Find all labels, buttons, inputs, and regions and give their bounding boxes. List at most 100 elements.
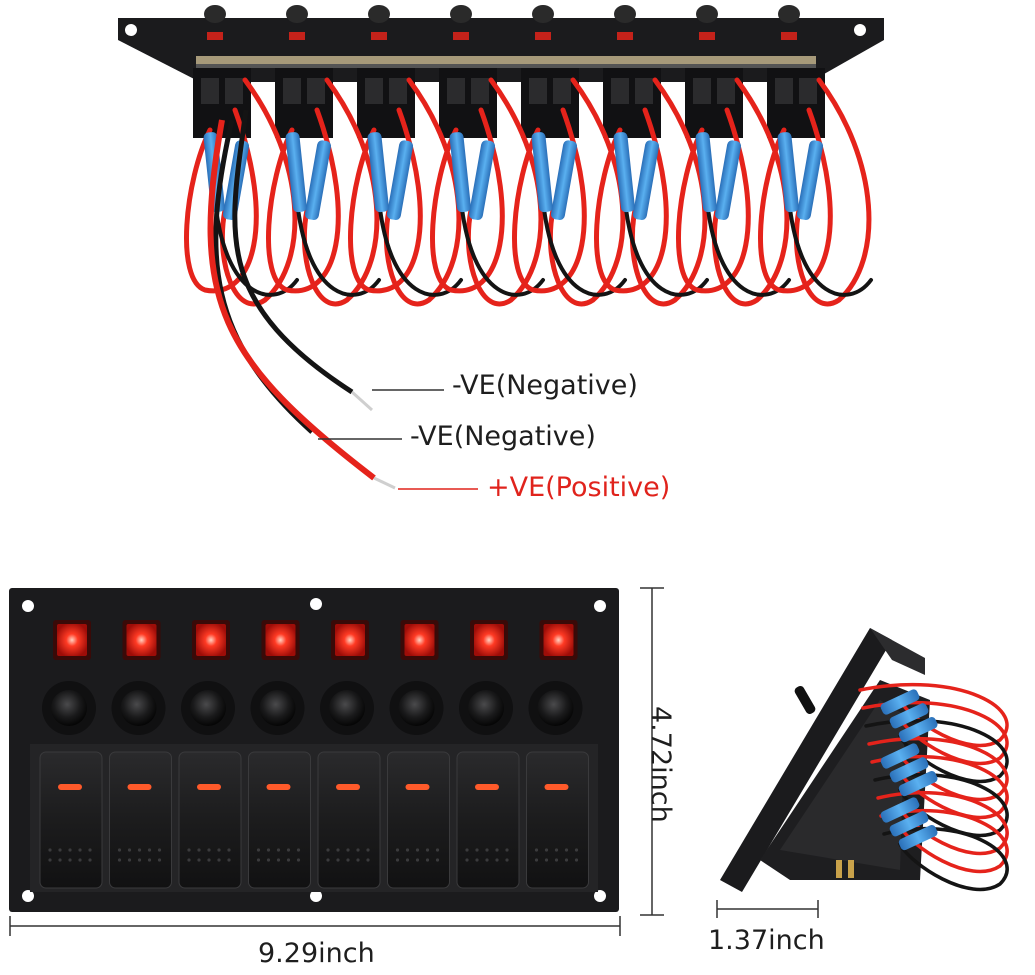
rocker-dot (207, 858, 211, 862)
negative-wire-label-1: -VE(Negative) (452, 370, 638, 401)
rocker-switch (109, 751, 172, 889)
rocker-dot (554, 848, 559, 852)
rocker-switch (456, 751, 520, 889)
side-view (720, 628, 1009, 892)
rocker-dot (227, 858, 231, 862)
side-terminal (898, 770, 938, 797)
rocker-dot (534, 858, 539, 862)
top-knob (614, 5, 636, 23)
rocker-dot (346, 858, 350, 862)
rocker-dot (137, 848, 142, 852)
depth-dimension-label: 1.37inch (708, 925, 825, 956)
rocker-switch (317, 751, 381, 889)
switch-contact (693, 78, 711, 104)
top-led (371, 32, 387, 40)
top-led (453, 32, 469, 40)
rocker-dot (564, 848, 569, 852)
side-terminal (889, 703, 929, 729)
rocker-dot (256, 858, 261, 862)
blue-terminal (550, 140, 578, 220)
circuit-breaker-knob (468, 690, 504, 726)
rocker-dot (266, 848, 271, 852)
rocker-dot (68, 858, 72, 862)
red-wire (676, 107, 751, 294)
rocker-switch (526, 751, 589, 889)
rocker-dot (78, 858, 82, 862)
rocker-switch (387, 751, 450, 889)
rocker-dot (505, 858, 509, 862)
rocker-dot (395, 858, 400, 862)
blue-terminal (367, 132, 389, 213)
circuit-breaker-knob (329, 690, 365, 726)
rocker-dot (217, 858, 221, 862)
rocker-dot (88, 848, 92, 852)
top-led (535, 32, 551, 40)
blue-terminal (695, 132, 717, 213)
rocker-dot (197, 848, 201, 852)
rocker-switch (39, 751, 103, 889)
top-led (781, 32, 797, 40)
switch-contact (283, 78, 301, 104)
rocker-dot (58, 858, 62, 862)
rocker-dot (256, 848, 261, 852)
rocker-dot (405, 858, 410, 862)
top-knob (286, 5, 308, 23)
rocker-dot (465, 858, 469, 862)
rocker-dot (197, 858, 201, 862)
rocker-dot (554, 858, 559, 862)
rocker-dot (475, 858, 479, 862)
blue-terminal (613, 132, 635, 213)
dimension-lines (9, 587, 819, 936)
rocker-dot (58, 848, 62, 852)
switch-contact (529, 78, 547, 104)
led-indicator (126, 624, 157, 656)
rocker-dot (415, 848, 420, 852)
red-wire (348, 107, 423, 294)
rocker-dot (564, 858, 569, 862)
rocker-light (405, 784, 430, 790)
circuit-breaker-knob (120, 690, 157, 726)
rocker-switch (178, 751, 242, 889)
rocker-dot (395, 848, 400, 852)
blue-terminal (531, 132, 553, 213)
rocker-dot (78, 848, 82, 852)
top-knob (696, 5, 718, 23)
led-indicator (404, 624, 435, 656)
top-led (617, 32, 633, 40)
top-knob (204, 5, 226, 23)
red-wire (758, 107, 833, 294)
side-terminal (898, 716, 938, 743)
rocker-dot (296, 858, 301, 862)
black-wire (787, 198, 873, 297)
rocker-dot (366, 858, 370, 862)
side-terminal (889, 757, 929, 783)
blue-terminal (632, 140, 660, 220)
top-knob (778, 5, 800, 23)
rocker-dot (435, 848, 440, 852)
rocker-light (58, 784, 82, 790)
rocker-dot (505, 848, 509, 852)
red-wire (184, 107, 259, 294)
side-terminal (889, 811, 929, 837)
rocker-dot (346, 848, 350, 852)
rocker-dot (495, 848, 499, 852)
rocker-dot (276, 848, 281, 852)
rocker-dot (276, 858, 281, 862)
rocker-dot (48, 848, 52, 852)
led-indicator (265, 624, 296, 656)
side-wire (870, 754, 1009, 820)
rocker-dot (435, 858, 440, 862)
red-wire (512, 107, 587, 294)
led-indicator (543, 624, 574, 656)
width-dimension-label: 9.29inch (258, 938, 375, 969)
rocker-dot (137, 858, 142, 862)
circuit-breaker-knob (190, 690, 226, 726)
rocker-light (197, 784, 221, 790)
side-terminal (880, 743, 920, 769)
red-wire (594, 107, 669, 294)
blue-terminal (796, 140, 824, 220)
red-wire (430, 107, 505, 294)
rocker-dot (475, 848, 479, 852)
top-led (207, 32, 223, 40)
switch-contact (553, 78, 571, 104)
